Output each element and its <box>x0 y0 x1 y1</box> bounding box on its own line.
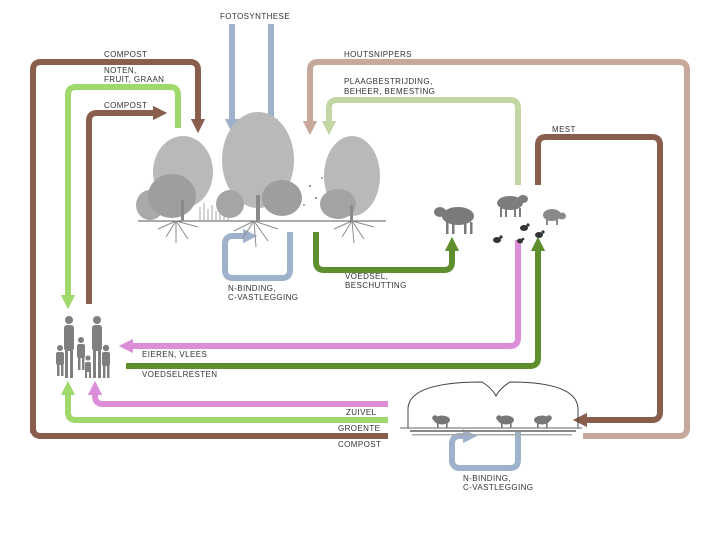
label-voedsel-line1: VOEDSEL, <box>345 272 389 281</box>
eggs-meat-flow <box>118 240 521 354</box>
vegetables-flow <box>60 380 388 423</box>
forest-illustration <box>136 112 386 248</box>
cattle-icon-2 <box>497 195 528 217</box>
pest-control-flow <box>321 97 521 185</box>
food-waste-flow <box>126 236 546 369</box>
label-noten-line2: FRUIT, GRAAN <box>104 75 165 84</box>
label-noten-line1: NOTEN, <box>104 66 137 75</box>
food-shelter-flow <box>313 232 460 273</box>
pig-icon <box>543 209 566 225</box>
woodchips-flow <box>302 59 690 439</box>
compost-bottom-flow <box>30 427 388 439</box>
n-binding-forest-loop <box>222 228 293 281</box>
label-compost-bottom: COMPOST <box>338 440 382 449</box>
chicken-icon <box>493 223 545 244</box>
label-compost-inner: COMPOST <box>104 101 148 110</box>
label-voedsel-line2: BESCHUTTING <box>345 281 407 290</box>
compost-top-flow <box>30 59 206 433</box>
nuts-fruit-flow <box>60 84 181 310</box>
label-mest: MEST <box>552 125 576 134</box>
label-compost-top: COMPOST <box>104 50 148 59</box>
label-voedselresten: VOEDSELRESTEN <box>142 370 218 379</box>
label-nbinding-forest-line1: N-BINDING, <box>228 284 276 293</box>
barn-icon <box>400 381 582 436</box>
people-icon <box>56 316 110 378</box>
label-groente: GROENTE <box>338 424 381 433</box>
dairy-flow <box>87 380 388 407</box>
label-nbinding-forest-line2: C-VASTLEGGING <box>228 293 299 302</box>
label-plaag-line2: BEHEER, BEMESTING <box>344 87 436 96</box>
label-fotosynthese: FOTOSYNTHESE <box>220 12 290 21</box>
compost-inner-flow <box>86 105 168 304</box>
label-eieren: EIEREN, VLEES <box>142 350 208 359</box>
label-plaag-line1: PLAAGBESTRIJDING, <box>344 77 433 86</box>
cattle-icon <box>434 207 474 234</box>
label-nbinding-barn-line1: N-BINDING, <box>463 474 511 483</box>
label-houtsnippers: HOUTSNIPPERS <box>344 50 412 59</box>
manure-flow <box>535 134 663 428</box>
label-nbinding-barn-line2: C-VASTLEGGING <box>463 483 534 492</box>
label-zuivel: ZUIVEL <box>346 408 377 417</box>
n-binding-barn-loop <box>449 428 521 471</box>
